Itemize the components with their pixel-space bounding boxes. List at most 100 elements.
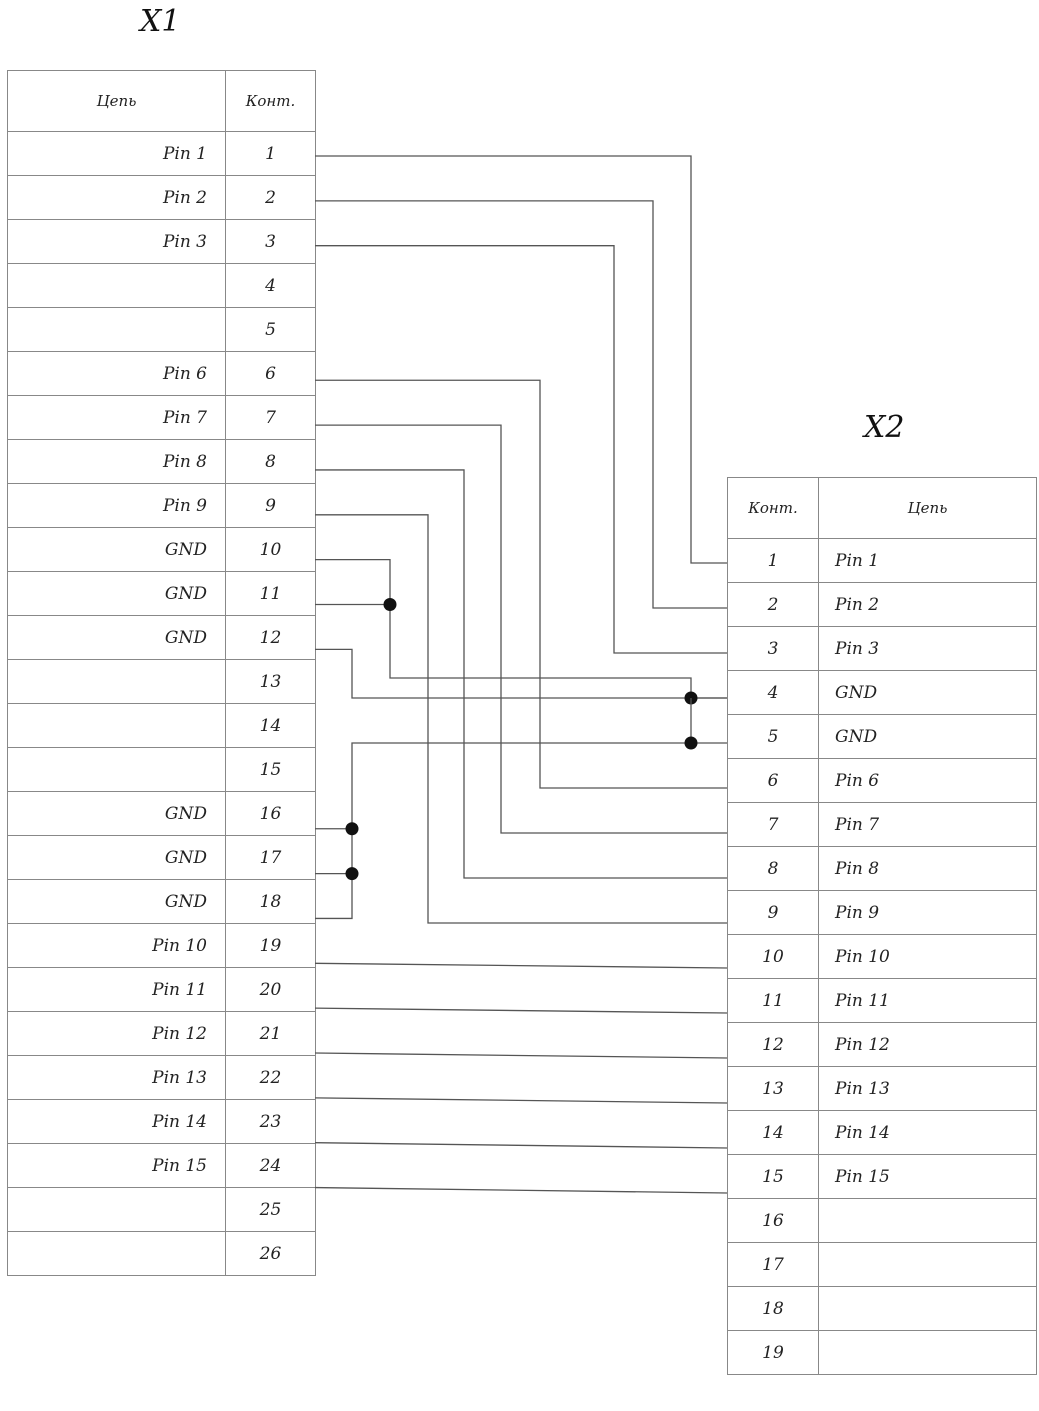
net-name-cell: GND (7, 791, 226, 836)
wire-gnd-x1-12 (315, 648, 727, 699)
net-name-cell: Pin 9 (7, 483, 226, 528)
wire-gnd-x1-18 (315, 742, 727, 920)
pin-number-cell: 5 (727, 714, 819, 759)
net-name-cell (818, 1330, 1037, 1375)
pin-number-cell: 20 (225, 967, 316, 1012)
column-header-net: Цепь (7, 70, 226, 132)
table-row: 17 (727, 1242, 1037, 1287)
net-name-cell: Pin 12 (818, 1022, 1037, 1067)
net-name-cell: Pin 11 (7, 967, 226, 1012)
net-name-cell: Pin 2 (818, 582, 1037, 627)
pin-number-cell: 7 (225, 395, 316, 440)
wire-gnd-x1-10 (315, 559, 727, 699)
net-name-cell: GND (7, 879, 226, 924)
pin-number-cell: 4 (225, 263, 316, 308)
pin-number-cell: 6 (225, 351, 316, 396)
net-name-cell (818, 1286, 1037, 1331)
wire-x1-6-to-x2-6 (315, 379, 727, 789)
connector-x1-title: X1 (140, 4, 181, 39)
net-name-cell: Pin 7 (7, 395, 226, 440)
pin-number-cell: 13 (225, 659, 316, 704)
net-name-cell: Pin 10 (818, 934, 1037, 979)
pin-number-cell: 10 (225, 527, 316, 572)
pin-number-cell: 17 (225, 835, 316, 880)
net-name-cell: Pin 2 (7, 175, 226, 220)
net-name-cell: Pin 3 (818, 626, 1037, 671)
net-name-cell: GND (7, 527, 226, 572)
net-name-cell: GND (818, 670, 1037, 715)
pin-number-cell: 23 (225, 1099, 316, 1144)
pin-number-cell: 2 (225, 175, 316, 220)
net-name-cell (7, 659, 226, 704)
net-name-cell: Pin 8 (7, 439, 226, 484)
pin-number-cell: 5 (225, 307, 316, 352)
table-row: 5 (7, 307, 316, 352)
wire-x1-19-to-x2-10 (314, 962, 728, 969)
net-name-cell: Pin 13 (818, 1066, 1037, 1111)
net-name-cell: Pin 15 (818, 1154, 1037, 1199)
net-name-cell: GND (818, 714, 1037, 759)
pin-number-cell: 18 (225, 879, 316, 924)
pin-number-cell: 15 (727, 1154, 819, 1199)
net-name-cell: Pin 14 (7, 1099, 226, 1144)
pin-number-cell: 15 (225, 747, 316, 792)
pin-number-cell: 18 (727, 1286, 819, 1331)
wire-x1-23-to-x2-14 (314, 1142, 728, 1149)
net-name-cell: Pin 10 (7, 923, 226, 968)
pin-number-cell: 24 (225, 1143, 316, 1188)
pin-number-cell: 12 (225, 615, 316, 660)
table-row: 18 (727, 1286, 1037, 1331)
table-row: 14 (7, 703, 316, 748)
wire-x1-1-to-x2-1 (315, 155, 727, 564)
junction-dot (345, 822, 359, 836)
table-row: 16 (727, 1198, 1037, 1243)
pin-number-cell: 19 (225, 923, 316, 968)
pin-number-cell: 11 (727, 978, 819, 1023)
pin-number-cell: 6 (727, 758, 819, 803)
pin-number-cell: 9 (225, 483, 316, 528)
wire-x1-7-to-x2-7 (315, 424, 727, 834)
wire-x1-20-to-x2-11 (314, 1007, 728, 1014)
connector-x2-title: X2 (864, 410, 905, 445)
net-name-cell: Pin 7 (818, 802, 1037, 847)
pin-number-cell: 16 (727, 1198, 819, 1243)
pin-number-cell: 8 (225, 439, 316, 484)
net-name-cell: Pin 1 (818, 538, 1037, 583)
pin-number-cell: 11 (225, 571, 316, 616)
wire-x1-2-to-x2-2 (315, 200, 727, 609)
net-name-cell: Pin 6 (7, 351, 226, 396)
net-name-cell: Pin 9 (818, 890, 1037, 935)
pin-number-cell: 21 (225, 1011, 316, 1056)
net-name-cell: GND (7, 615, 226, 660)
net-name-cell: Pin 1 (7, 131, 226, 176)
net-name-cell: Pin 14 (818, 1110, 1037, 1155)
table-header-row: Конт. Цепь (727, 477, 1037, 539)
pin-number-cell: 14 (727, 1110, 819, 1155)
junction-dot (383, 598, 397, 611)
net-name-cell: Pin 12 (7, 1011, 226, 1056)
table-header-row: Цепь Конт. (7, 70, 316, 132)
pin-number-cell: 26 (225, 1231, 316, 1276)
junction-dot (684, 736, 698, 750)
